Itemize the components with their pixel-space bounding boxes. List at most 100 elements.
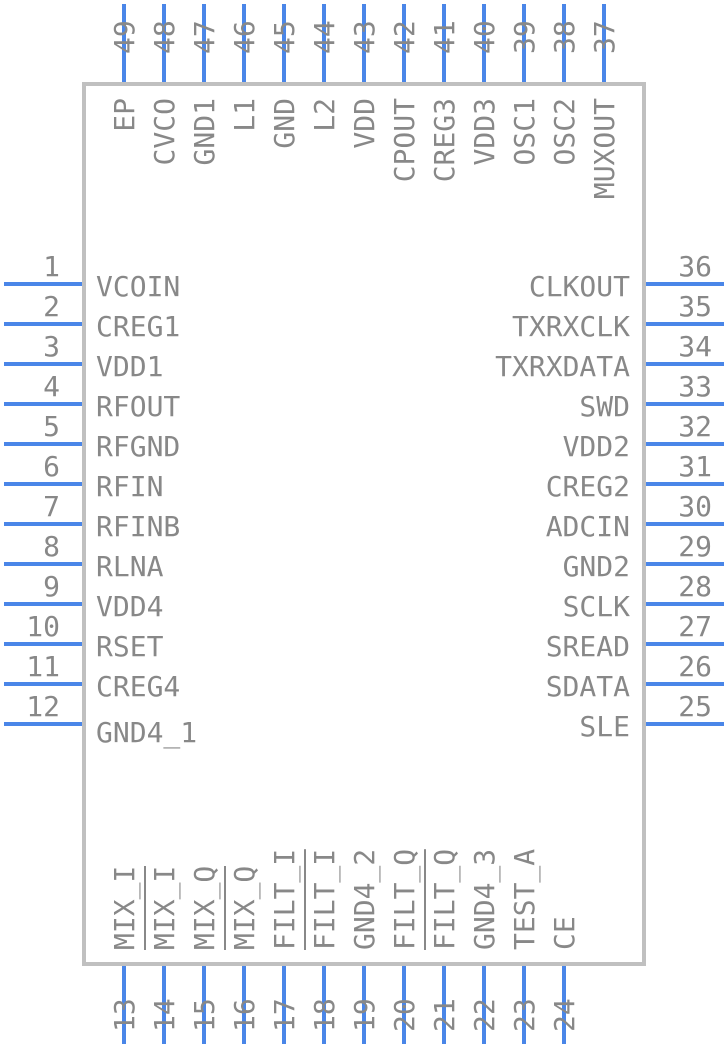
pin-name: CREG2 [546, 470, 630, 503]
pin-number: 43 [348, 20, 381, 54]
pin-name: FILT_I [268, 849, 302, 950]
pin-name: GND [268, 98, 301, 149]
pin-number: 32 [678, 410, 712, 443]
pin-name: TXRXDATA [495, 350, 630, 383]
pin-name: MIX_I [108, 866, 142, 950]
pin-name: GND4_2 [348, 849, 382, 950]
pin-number: 6 [43, 450, 60, 483]
pin-number: 41 [428, 20, 461, 54]
pin-name: GND4_1 [96, 716, 197, 750]
pin-name: GND4_3 [468, 849, 502, 950]
pin-number: 36 [678, 250, 712, 283]
pin-number: 21 [428, 998, 461, 1032]
pin-name: SREAD [546, 630, 630, 663]
pin-name: SCLK [563, 590, 631, 623]
pin-number: 20 [388, 998, 421, 1032]
pin-number: 42 [388, 20, 421, 54]
pin-number: 13 [108, 998, 141, 1032]
pin-13: 13 MIX_I [108, 866, 146, 1044]
pin-name: VDD3 [468, 98, 501, 165]
pin-number: 33 [678, 370, 712, 403]
pin-number: 30 [678, 490, 712, 523]
pin-number: 37 [588, 20, 621, 54]
pin-number: 28 [678, 570, 712, 603]
pin-name: RSET [96, 630, 164, 663]
pin-name: VCOIN [96, 270, 180, 303]
pin-name: MIX_Q [228, 866, 262, 950]
pin-name: CREG1 [96, 310, 180, 343]
pin-number: 40 [468, 20, 501, 54]
pins-layer: 1VCOIN2CREG13VDD14RFOUT5RFGND6RFIN7RFINB… [4, 4, 724, 1044]
pin-number: 22 [468, 998, 501, 1032]
pin-name: CVCO [148, 98, 181, 165]
pin-name: CREG3 [428, 98, 461, 182]
pin-number: 48 [148, 20, 181, 54]
pin-name: SDATA [546, 670, 630, 703]
pin-name: OSC1 [508, 98, 541, 165]
pin-number: 24 [548, 998, 581, 1032]
pin-number: 14 [148, 998, 181, 1032]
pin-22: 22 GND4_3 [468, 849, 502, 1044]
pin-number: 16 [228, 998, 261, 1032]
pin-number: 45 [268, 20, 301, 54]
pin-name: MIX_Q [188, 866, 222, 950]
pin-name: CPOUT [388, 98, 421, 182]
pin-name: MIX_I [148, 866, 182, 950]
pin-name: VDD2 [563, 430, 630, 463]
pin-name: OSC2 [548, 98, 581, 165]
pin-number: 44 [308, 20, 341, 54]
pin-number: 26 [678, 650, 712, 683]
pin-name: SWD [579, 390, 630, 423]
pin-number: 4 [43, 370, 60, 403]
chip-body [82, 82, 646, 966]
pin-number: 9 [43, 570, 60, 603]
pin-name: RFOUT [96, 390, 180, 423]
pin-number: 39 [508, 20, 541, 54]
pin-name: L1 [228, 98, 261, 132]
pin-number: 5 [43, 410, 60, 443]
pin-21: 21 FILT_Q [428, 849, 462, 1044]
pin-number: 19 [348, 998, 381, 1032]
pin-number: 29 [678, 530, 712, 563]
pin-name: MUXOUT [588, 98, 621, 199]
pin-number: 15 [188, 998, 221, 1032]
pin-number: 27 [678, 610, 712, 643]
pin-16: 16 MIX_Q [228, 866, 262, 1044]
pin-name: RFIN [96, 470, 163, 503]
pin-number: 38 [548, 20, 581, 54]
pin-15: 15 MIX_Q [188, 866, 226, 1044]
pin-name: FILT_Q [428, 849, 462, 950]
pin-number: 18 [308, 998, 341, 1032]
pin-number: 49 [108, 20, 141, 54]
